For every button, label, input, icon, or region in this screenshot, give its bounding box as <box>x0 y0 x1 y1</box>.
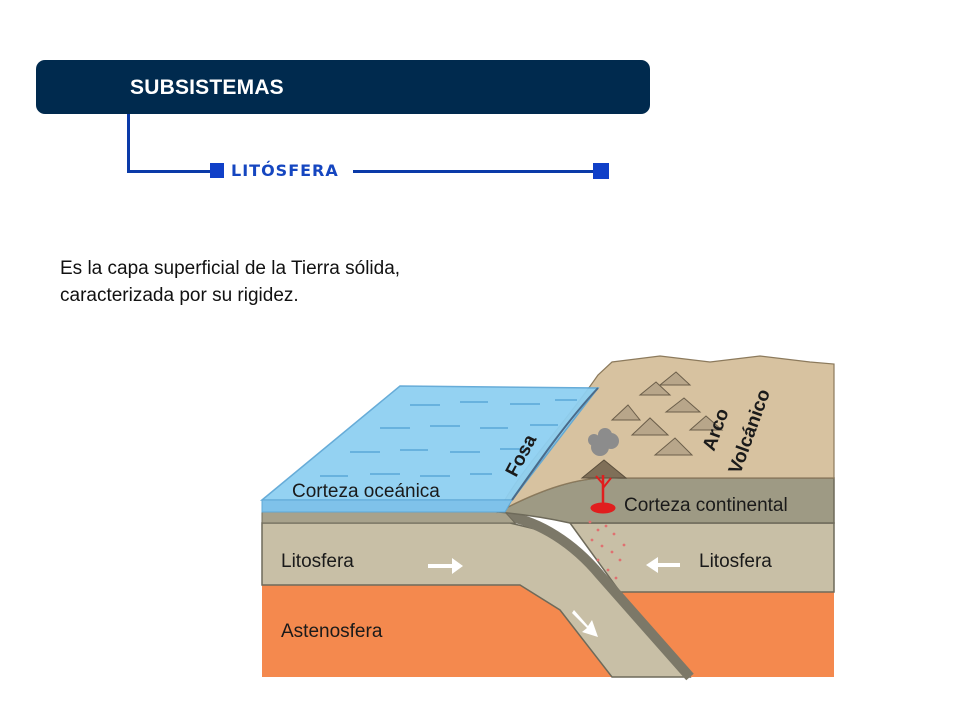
bullet-square-icon <box>210 163 224 178</box>
section-title: LITÓSFERA <box>231 161 339 180</box>
ocean-waves <box>320 399 577 477</box>
magma-icon <box>590 475 616 514</box>
header-title: SUBSISTEMAS <box>130 76 284 99</box>
ash-cloud-icon <box>588 428 619 456</box>
label-corteza-oceanica: Corteza oceánica <box>292 481 440 502</box>
arrow-right-icon <box>428 558 463 574</box>
label-astenosfera: Astenosfera <box>281 621 383 642</box>
description-line-1: Es la capa superficial de la Tierra sóli… <box>60 258 401 279</box>
header-bar <box>36 60 650 114</box>
connector-line-left <box>127 170 211 173</box>
oceanic-crust-layer <box>261 511 517 524</box>
magma-droplets <box>588 520 626 580</box>
trench-edge <box>511 387 599 501</box>
description: Es la capa superficial de la Tierra sóli… <box>60 255 520 309</box>
description-line-2: caracterizada por su rigidez. <box>60 285 299 306</box>
arrow-left-icon <box>646 557 680 573</box>
label-litosfera-left: Litosfera <box>281 551 354 572</box>
ocean-front <box>261 499 513 513</box>
end-square-icon <box>593 163 609 179</box>
connector-line-right <box>353 170 597 173</box>
label-corteza-continental: Corteza continental <box>624 495 788 516</box>
slab-edge <box>499 510 694 681</box>
connector-line-vertical <box>127 114 130 173</box>
label-litosfera-right: Litosfera <box>699 551 772 572</box>
mountains <box>610 371 724 456</box>
arrow-down-right-icon <box>572 610 598 637</box>
